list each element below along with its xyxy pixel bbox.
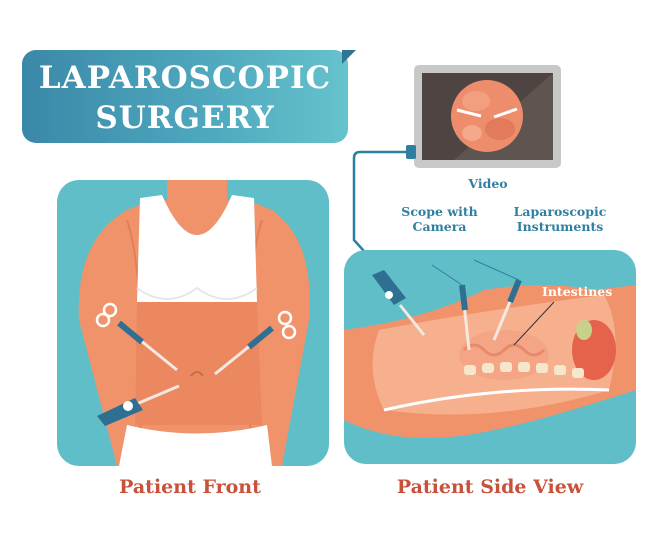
scope-with-camera-label: Scope with Camera (392, 204, 487, 234)
video-label: Video (468, 176, 508, 191)
video-monitor (414, 65, 561, 168)
instruments-label-line-1: Laparoscopic (513, 204, 607, 219)
patient-front-panel (57, 180, 329, 466)
patient-side-panel: Intestines (344, 250, 636, 464)
laparoscopic-instruments-label: Laparoscopic Instruments (505, 204, 615, 234)
scope-label-line-2: Camera (412, 219, 467, 234)
title-line-2: SURGERY (95, 100, 275, 136)
camera-cable (352, 145, 416, 281)
patient-side-illustration (344, 259, 636, 438)
title-banner: LAPAROSCOPIC SURGERY (22, 50, 356, 143)
title-line-1: LAPAROSCOPIC (38, 60, 332, 96)
scope-label-line-1: Scope with (401, 204, 478, 219)
instruments-label-line-2: Instruments (516, 219, 604, 234)
intestines-label: Intestines (542, 284, 613, 299)
banner-fold-corner (342, 50, 356, 64)
patient-side-view-caption: Patient Side View (396, 476, 584, 498)
monitor-screen (422, 73, 553, 160)
patient-front-caption: Patient Front (119, 476, 261, 498)
patient-front-illustration (78, 180, 310, 466)
